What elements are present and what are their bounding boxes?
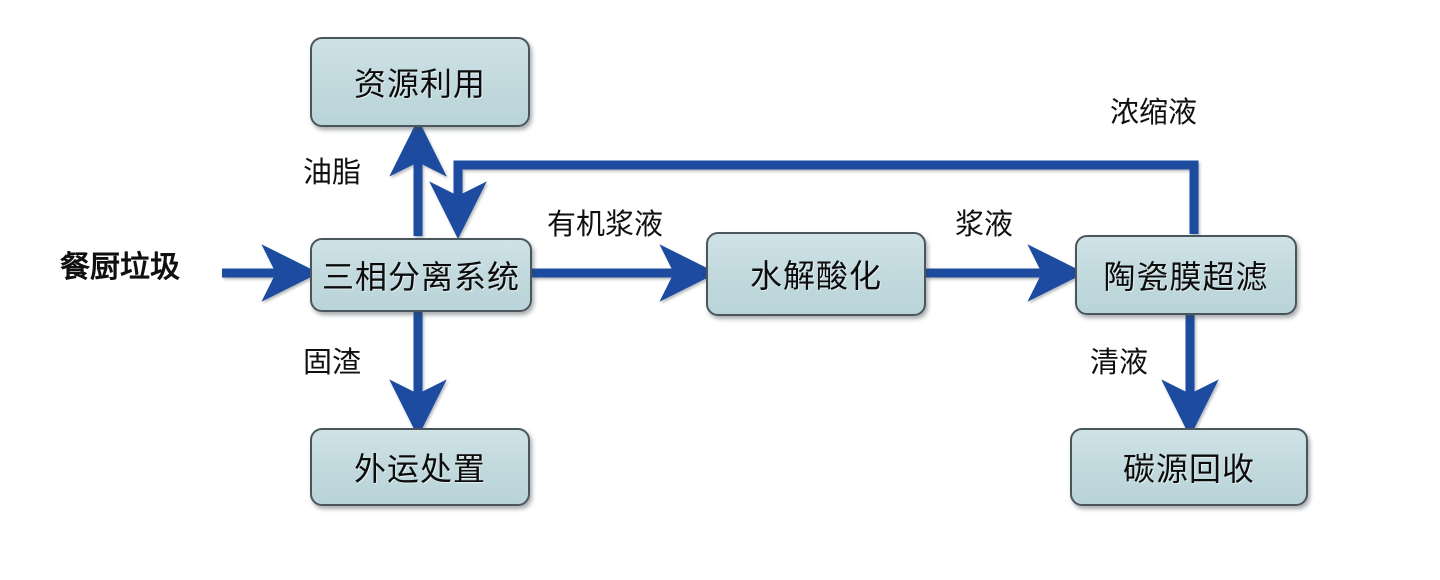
node-label-separator: 三相分离系统 xyxy=(321,258,520,296)
node-label-external-transport: 外运处置 xyxy=(353,450,486,488)
edge-label-clear-liquid: 清液 xyxy=(1090,345,1149,379)
edge-label-feed: 餐厨垃圾 xyxy=(60,250,180,285)
node-label-hydrolysis: 水解酸化 xyxy=(749,257,882,295)
node-separator[interactable]: 三相分离系统 xyxy=(310,238,532,312)
node-external-transport[interactable]: 外运处置 xyxy=(310,428,530,506)
edge-label-organic-slurry: 有机浆液 xyxy=(547,207,664,241)
node-label-ceramic-membrane: 陶瓷膜超滤 xyxy=(1103,258,1269,296)
node-resource[interactable]: 资源利用 xyxy=(310,37,530,127)
node-carbon-recovery[interactable]: 碳源回收 xyxy=(1070,428,1308,506)
node-label-resource: 资源利用 xyxy=(353,65,486,103)
edge-label-solid-residue: 固渣 xyxy=(303,345,362,379)
edge-label-slurry: 浆液 xyxy=(955,207,1014,241)
edge-label-oil: 油脂 xyxy=(303,155,362,189)
node-hydrolysis[interactable]: 水解酸化 xyxy=(706,232,926,316)
node-ceramic-membrane[interactable]: 陶瓷膜超滤 xyxy=(1075,235,1297,315)
edge-label-concentrate: 浓缩液 xyxy=(1110,95,1198,129)
node-label-carbon-recovery: 碳源回收 xyxy=(1122,450,1255,488)
edge-concentrate xyxy=(429,160,1199,240)
